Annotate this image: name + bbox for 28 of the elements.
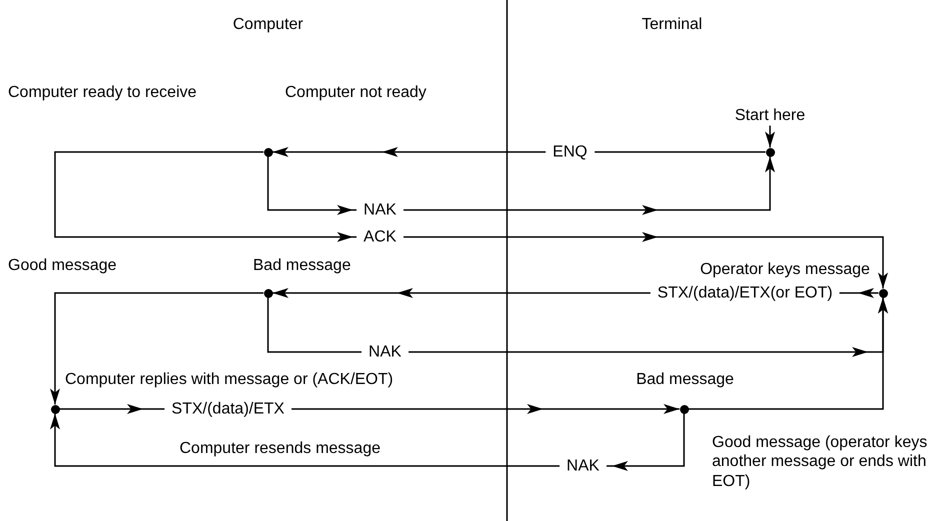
edge-label: STX/(data)/ETX: [164, 399, 292, 419]
connector-arrow: [688, 298, 888, 410]
annotation-text: Bad message: [636, 370, 734, 390]
annotation-text: Operator keys message: [700, 260, 870, 280]
edge-label: STX/(data)/ETX(or EOT): [650, 283, 840, 303]
annotation-text: Terminal: [642, 15, 702, 35]
annotation-text: Bad message: [253, 256, 351, 276]
connector-arrow: [267, 156, 775, 211]
junction-dot: [50, 404, 60, 414]
connector-arrow: [50, 414, 685, 467]
annotation-text: Computer not ready: [285, 83, 426, 103]
connector-arrow: [272, 147, 766, 157]
start-label: Start here: [734, 106, 806, 126]
junction-dot: [264, 148, 272, 156]
junction-dot: [878, 288, 888, 298]
annotation-text: Computer resends message: [180, 439, 380, 459]
annotation-text: Good message (operator keys another message or ends with EOT): [712, 433, 928, 491]
annotation-text: Computer ready to receive: [8, 83, 197, 103]
connector-arrow: [50, 292, 264, 404]
connector-arrow: [54, 151, 888, 288]
junction-dot: [680, 404, 688, 414]
edge-label: ENQ: [546, 142, 594, 162]
connector-arrow: [765, 126, 775, 148]
annotation-text: Good message: [8, 256, 117, 276]
junction-dot: [766, 148, 774, 156]
annotation-text: Computer: [232, 15, 304, 35]
junction-dot: [264, 288, 272, 298]
annotation-text: Computer replies with message or (ACK/EOT): [65, 370, 394, 390]
